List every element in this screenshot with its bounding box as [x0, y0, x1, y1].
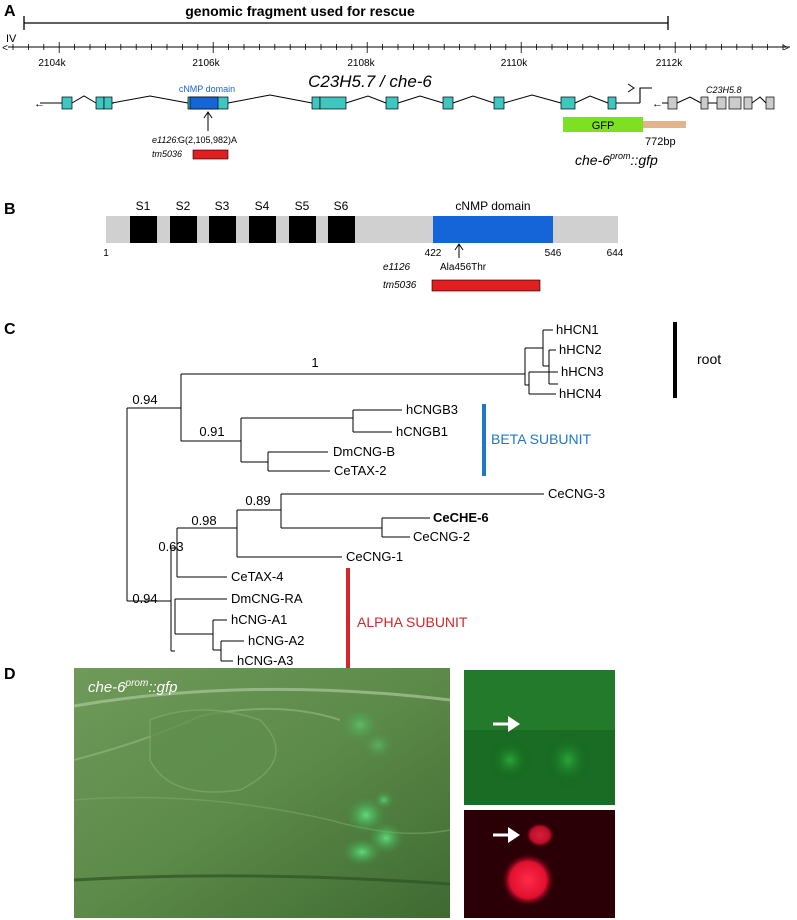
panel-c: C: [4, 321, 721, 668]
neighbor-gene-label: C23H5.8: [706, 85, 742, 95]
tick-label-2112k: 2112k: [656, 58, 684, 69]
pos-546: 546: [545, 248, 562, 259]
segment-label-s5: S5: [295, 199, 310, 213]
taxon-label: hCNG-A2: [248, 633, 304, 648]
allele-e1126-name: e1126:: [152, 135, 179, 145]
cnmp-domain-exon: [189, 96, 219, 110]
segment-s6: [328, 216, 355, 243]
taxon-label: CeTAX-2: [334, 463, 387, 478]
beta-label: BETA SUBUNIT: [491, 431, 592, 447]
taxon-label: CeCNG-3: [548, 486, 605, 501]
arrow-icon: [493, 716, 520, 732]
worm-micrograph: [73, 668, 451, 918]
cnmp-domain-label-b: cNMP domain: [455, 199, 530, 213]
panel-b: B S1 S2 S3 S4 S5 S6 cNMP domain 1 422 54…: [4, 199, 624, 292]
rfp-inset: [464, 810, 615, 918]
tick-label-2108k: 2108k: [347, 58, 375, 69]
allele-e1126-b: e1126: [383, 262, 411, 273]
support-value: 0.63: [158, 539, 183, 554]
segment-s4: [249, 216, 276, 243]
gfp-box: [563, 117, 643, 132]
taxon-label: DmCNG-B: [333, 444, 395, 459]
panel-a: A genomic fragment used for rescue IV < …: [2, 3, 790, 168]
reporter-label-a: che-6prom::gfp: [575, 151, 658, 168]
support-value: 0.89: [245, 493, 270, 508]
taxon-label: hCNGB1: [396, 424, 448, 439]
panel-d: D che-6prom::gfp: [4, 666, 615, 918]
segment-s3: [209, 216, 236, 243]
gfp-inset: [464, 670, 615, 805]
taxa-labels: hHCN1 hHCN2 hHCN3 hHCN4 hCNGB3 hCNGB1 Dm…: [231, 322, 605, 668]
alpha-label: ALPHA SUBUNIT: [357, 614, 468, 630]
taxon-label: CeCNG-2: [413, 529, 470, 544]
tick-label-2106k: 2106k: [192, 58, 220, 69]
arrow-icon: [493, 827, 520, 843]
bp-label: 772bp: [645, 136, 676, 148]
gene-title: C23H5.7 / che-6: [308, 72, 432, 91]
taxon-label: hHCN4: [559, 386, 602, 401]
chromosome-label: IV: [6, 33, 17, 45]
genomic-axis: < >: [2, 42, 790, 54]
panel-letter-d: D: [4, 666, 16, 683]
svg-text:←: ←: [652, 98, 663, 110]
segment-s1: [130, 216, 157, 243]
tick-label-2104k: 2104k: [38, 58, 66, 69]
cnmp-domain-b: [433, 216, 553, 243]
mutation-label: Ala456Thr: [440, 262, 487, 273]
taxon-label: CeCHE-6: [433, 510, 489, 525]
taxon-label: hCNG-A3: [237, 653, 293, 668]
support-value: 1: [311, 355, 318, 370]
taxon-label: hHCN3: [561, 364, 604, 379]
allele-tm5036-label: tm5036: [152, 149, 182, 159]
taxon-label: hHCN1: [556, 322, 599, 337]
pos-start: 1: [103, 248, 109, 259]
exon: [61, 96, 73, 110]
pos-end: 644: [607, 248, 624, 259]
deletion-bar-b: [431, 279, 541, 292]
taxon-label: hHCN2: [559, 342, 602, 357]
gfp-label: GFP: [592, 120, 615, 132]
panel-letter-a: A: [4, 3, 16, 20]
allele-tm5036-bar: [192, 149, 229, 160]
phylogenetic-tree: [126, 329, 558, 662]
support-value: 0.91: [199, 424, 224, 439]
taxon-label: CeTAX-4: [231, 569, 284, 584]
gene-model-c23h5-8: ←: [652, 96, 775, 110]
svg-text:>: >: [783, 43, 789, 54]
segment-label-s1: S1: [136, 199, 151, 213]
panel-letter-b: B: [4, 201, 16, 218]
panel-letter-c: C: [4, 321, 16, 338]
segment-label-s2: S2: [176, 199, 191, 213]
segment-label-s6: S6: [334, 199, 349, 213]
taxon-label: CeCNG-1: [346, 549, 403, 564]
reporter-label-d: che-6prom::gfp: [88, 678, 178, 696]
gene-model-che6: ←: [34, 83, 652, 110]
rescue-fragment-label: genomic fragment used for rescue: [185, 3, 415, 19]
allele-tm5036-b: tm5036: [383, 280, 417, 291]
svg-text:←: ←: [34, 98, 45, 110]
segment-s5: [289, 216, 316, 243]
support-value: 0.94: [132, 591, 157, 606]
taxon-label: hCNG-A1: [231, 612, 287, 627]
support-value: 0.98: [191, 513, 216, 528]
taxon-label: hCNGB3: [406, 402, 458, 417]
root-label: root: [697, 351, 721, 367]
segment-label-s4: S4: [255, 199, 270, 213]
svg-text:<: <: [2, 43, 8, 54]
pos-422: 422: [425, 248, 442, 259]
promoter-bar: [643, 121, 686, 128]
allele-e1126-change: G(2,105,982)A: [178, 135, 237, 145]
tick-label-2110k: 2110k: [501, 58, 529, 69]
segment-s2: [170, 216, 197, 243]
segment-label-s3: S3: [215, 199, 230, 213]
support-value: 0.94: [132, 392, 157, 407]
cnmp-domain-label-a: cNMP domain: [179, 84, 235, 94]
taxon-label: DmCNG-RA: [231, 591, 303, 606]
